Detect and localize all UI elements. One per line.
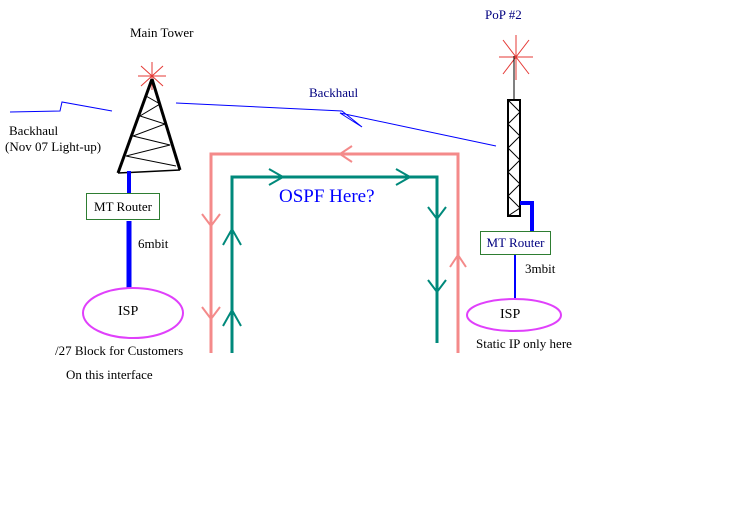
pop2-title: PoP #2 <box>485 7 522 22</box>
main-tower-icon <box>116 78 182 174</box>
static-ip-label: Static IP only here <box>476 336 572 351</box>
main-tower-antenna-icon <box>138 62 166 90</box>
customers-label-1: /27 Block for Customers <box>55 343 184 358</box>
router-left: MT Router <box>86 193 160 220</box>
main-tower-title: Main Tower <box>130 25 194 40</box>
router-right-label: MT Router <box>486 235 545 250</box>
customers-label-2: On this interface <box>66 367 153 382</box>
backhaul-left-label-2: (Nov 07 Light-up) <box>5 139 102 154</box>
ospf-label: OSPF Here? <box>279 186 375 207</box>
isp-right-ellipse <box>466 298 562 332</box>
router-right: MT Router <box>480 231 551 255</box>
isp-left-ellipse <box>82 287 184 339</box>
backhaul-link-left <box>9 101 113 113</box>
backhaul-left-label-1: Backhaul <box>9 123 59 138</box>
backhaul-link-right <box>175 102 497 147</box>
router-left-label: MT Router <box>94 198 152 214</box>
backhaul-top-label: Backhaul <box>309 85 359 100</box>
pink-route-path <box>201 145 467 353</box>
pop2-antenna-icon <box>499 35 533 80</box>
isp-right-label: ISP <box>500 307 521 322</box>
uplink-lines <box>126 171 534 300</box>
pop2-tower-icon <box>507 56 521 217</box>
speed-left-label: 6mbit <box>138 236 169 251</box>
speed-right-label: 3mbit <box>525 261 556 276</box>
teal-route-path <box>222 168 447 353</box>
isp-left-label: ISP <box>118 304 139 319</box>
